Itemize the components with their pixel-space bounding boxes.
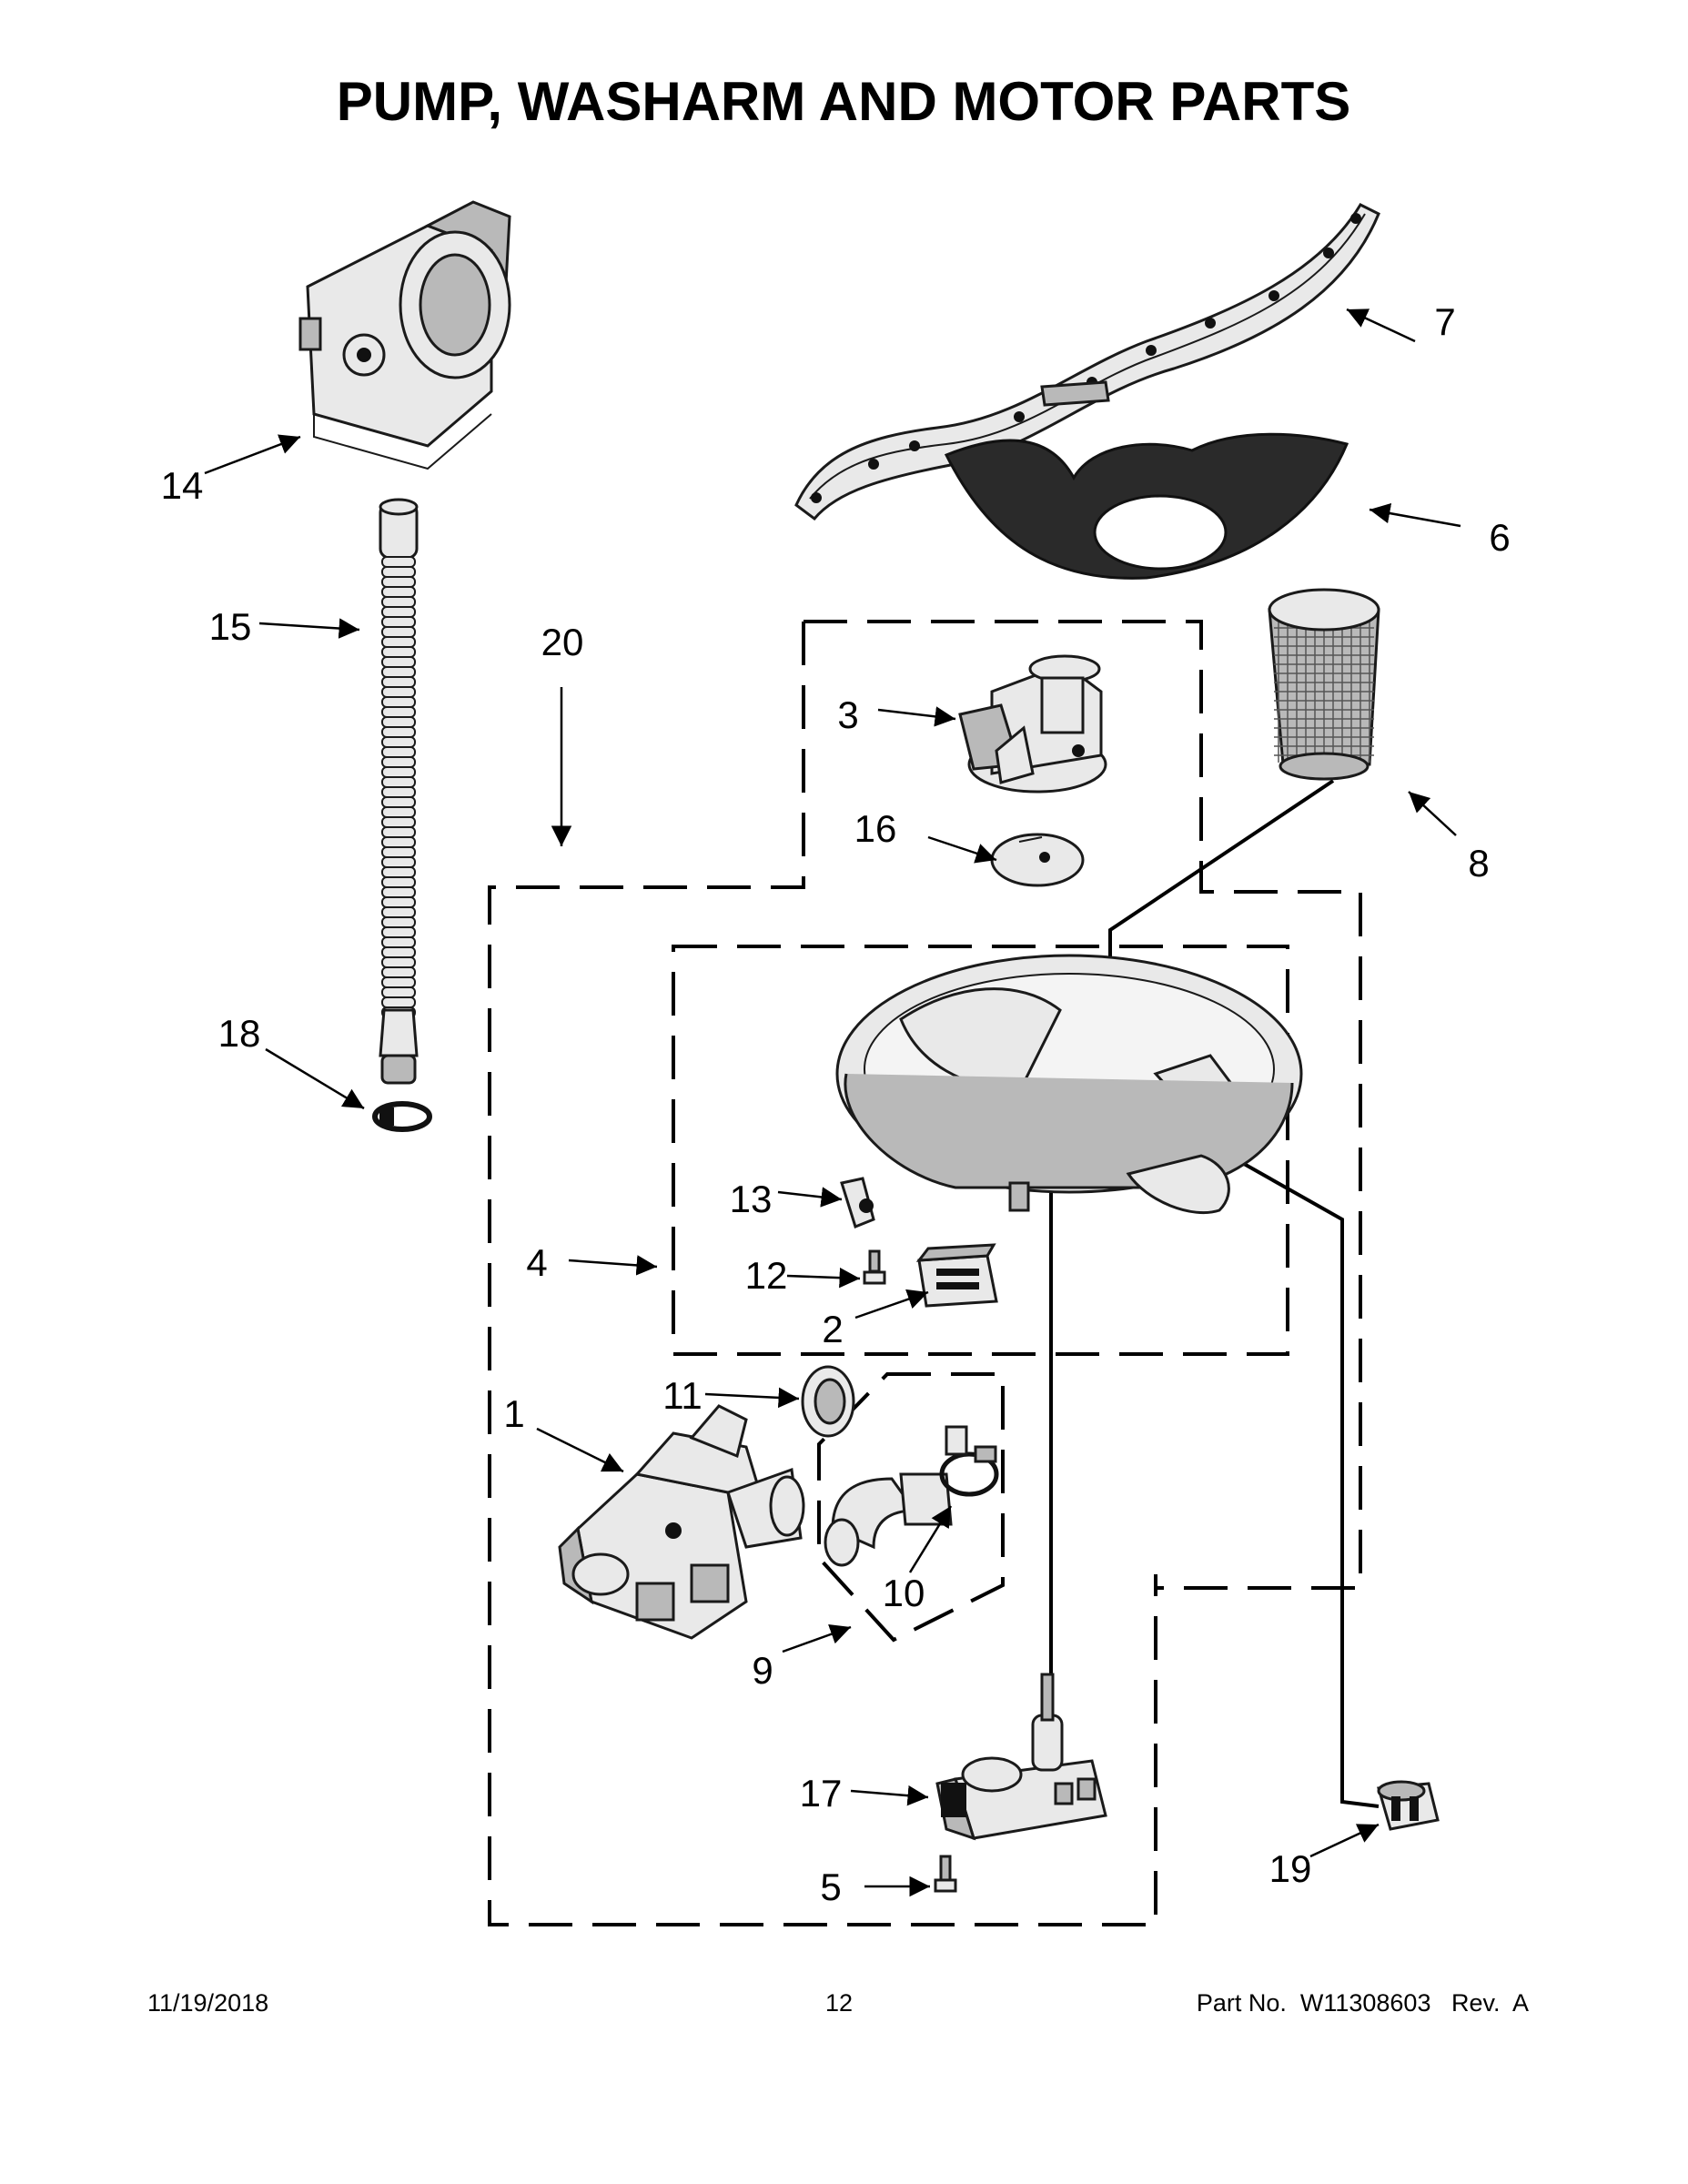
part-1-circulation-pump: [558, 1404, 805, 1640]
part-2-connector: [915, 1243, 998, 1308]
part-17-diverter-motor: [935, 1673, 1107, 1841]
part-12-screw: [863, 1249, 886, 1285]
part-10-clamp: [939, 1425, 999, 1497]
arrow-19: [1309, 1823, 1380, 1858]
leader-line-sensor: [1237, 1158, 1380, 1808]
callout-8: 8: [1468, 842, 1489, 885]
part-14-drain-pump: [298, 200, 511, 470]
part-3-diverter: [958, 654, 1107, 794]
callout-10: 10: [883, 1572, 925, 1614]
part-13-bracket: [840, 1177, 875, 1228]
callout-14: 14: [161, 464, 204, 507]
assembly-9-outline: [817, 1372, 1005, 1643]
arrow-17: [850, 1785, 929, 1806]
callout-13: 13: [730, 1178, 773, 1220]
callout-7: 7: [1434, 300, 1455, 343]
part-19-sensor: [1377, 1780, 1440, 1831]
part-16-disc: [990, 833, 1085, 887]
callout-4: 4: [526, 1241, 547, 1284]
part-15-drain-hose: [379, 498, 419, 1085]
callout-9: 9: [752, 1649, 773, 1692]
part-8-filter-basket: [1268, 588, 1380, 781]
arrow-14: [204, 434, 301, 475]
arrow-8: [1408, 791, 1457, 836]
callout-3: 3: [837, 693, 858, 736]
arrow-4: [568, 1255, 658, 1276]
assembly-4-outline: [672, 945, 1289, 1356]
sump-assembly: [835, 954, 1303, 1215]
part-10-elbow-hose: [824, 1472, 953, 1567]
arrow-15: [258, 618, 360, 639]
callout-5: 5: [820, 1866, 841, 1908]
assembly-20-outline: [488, 620, 1362, 1926]
page-title: PUMP, WASHARM AND MOTOR PARTS: [337, 71, 1350, 132]
arrow-7: [1346, 308, 1416, 343]
arrow-13: [777, 1187, 843, 1208]
callout-11: 11: [662, 1374, 702, 1417]
arrow-3: [877, 706, 956, 727]
callout-12: 12: [745, 1254, 788, 1297]
callout-20: 20: [541, 621, 584, 663]
arrow-1: [536, 1427, 624, 1473]
arrow-6: [1369, 502, 1461, 528]
footer-page-number: 12: [825, 1989, 853, 2017]
part-11-seal: [801, 1365, 855, 1438]
arrow-11: [704, 1387, 800, 1409]
arrow-12: [786, 1267, 861, 1289]
footer-part-number: Part No. W11308603 Rev. A: [1197, 1989, 1529, 2017]
footer-date: 11/19/2018: [147, 1989, 268, 2017]
callout-1: 1: [503, 1392, 524, 1435]
callout-6: 6: [1489, 516, 1510, 559]
callout-16: 16: [854, 807, 897, 850]
callout-15: 15: [209, 605, 252, 648]
arrow-18: [265, 1047, 365, 1110]
part-6-filter-shield: [944, 432, 1349, 580]
callout-19: 19: [1269, 1847, 1312, 1890]
part-5-screw: [934, 1855, 957, 1893]
part-18-hose-clamp: [372, 1101, 432, 1132]
arrow-9: [782, 1624, 852, 1653]
arrow-10: [908, 1505, 953, 1573]
callout-17: 17: [800, 1772, 843, 1815]
arrow-2: [854, 1289, 929, 1320]
callout-2: 2: [822, 1308, 843, 1350]
arrow-16: [927, 835, 997, 864]
part-7-spray-arm: [794, 203, 1380, 521]
callout-18: 18: [218, 1012, 261, 1055]
